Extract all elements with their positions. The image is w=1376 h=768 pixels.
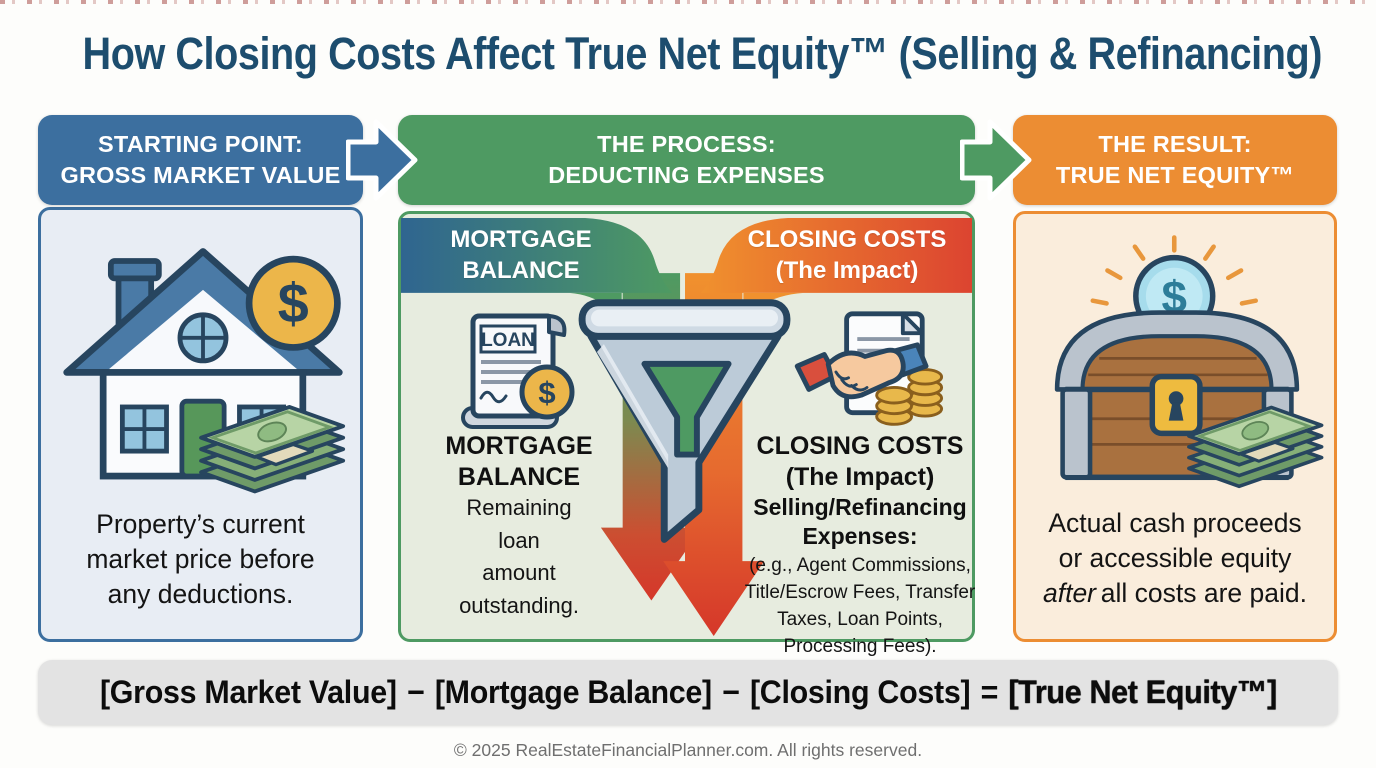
start-header-line2: GROSS MARKET VALUE bbox=[60, 162, 341, 188]
result-description-rest: all costs are paid. bbox=[1100, 577, 1307, 608]
copyright-text: © 2025 RealEstateFinancialPlanner.com. A… bbox=[453, 740, 923, 760]
process-column-header: THE PROCESS: DEDUCTING EXPENSES bbox=[398, 115, 975, 205]
top-noise-strip bbox=[0, 0, 1376, 4]
mortgage-balance-label: MORTGAGE BALANCE bbox=[409, 431, 629, 494]
closing-banner-shape bbox=[700, 217, 972, 293]
svg-text:$: $ bbox=[278, 272, 309, 334]
start-description-line: any deductions. bbox=[107, 578, 294, 609]
process-header-line1: THE PROCESS: bbox=[597, 130, 776, 157]
formula-minus-sign: − bbox=[721, 674, 740, 710]
house-with-coin-and-cash-icon: $ bbox=[63, 248, 346, 494]
mortgage-label-line2: BALANCE bbox=[457, 463, 581, 492]
loan-document-icon: LOAN $ bbox=[461, 313, 575, 429]
closing-label-line2: (The Impact) bbox=[785, 463, 935, 492]
expenses-detail-line: Taxes, Loan Points, bbox=[777, 608, 943, 630]
mortgage-banner-line2: BALANCE bbox=[462, 257, 580, 285]
closing-banner-line1: CLOSING COSTS bbox=[747, 226, 947, 253]
closing-costs-label: CLOSING COSTS (The Impact) bbox=[746, 431, 974, 494]
mortgage-desc-line: amount bbox=[482, 560, 556, 586]
expenses-title-line1: Selling/Refinancing bbox=[753, 494, 967, 520]
cash-stack-icon bbox=[1187, 405, 1324, 489]
formula-minus-sign: − bbox=[406, 674, 425, 710]
svg-text:LOAN: LOAN bbox=[481, 330, 535, 351]
process-column-body: MORTGAGE BALANCE CLOSING COSTS (The Impa… bbox=[398, 211, 975, 657]
mortgage-banner-shape bbox=[401, 217, 673, 293]
closing-banner-line2: (The Impact) bbox=[775, 257, 919, 285]
mortgage-desc-line: loan bbox=[498, 527, 540, 553]
mortgage-description: Remaining loan amount outstanding. bbox=[429, 492, 609, 622]
process-header-line2: DEDUCTING EXPENSES bbox=[548, 162, 825, 188]
result-description-line: or accessible equity bbox=[1058, 542, 1292, 573]
mortgage-banner-label: MORTGAGE BALANCE bbox=[401, 224, 641, 286]
treasure-chest-icon: $ bbox=[1054, 235, 1324, 489]
result-header-line2: TRUE NET EQUITY™ bbox=[1055, 162, 1295, 188]
funnel-icon bbox=[578, 299, 791, 543]
start-column-header: STARTING POINT: GROSS MARKET VALUE bbox=[38, 115, 363, 205]
mortgage-banner-line1: MORTGAGE bbox=[450, 226, 592, 253]
funnel-flow-graphic bbox=[401, 217, 972, 637]
closing-banner-label: CLOSING COSTS (The Impact) bbox=[723, 224, 971, 286]
formula-equals-sign: = bbox=[980, 674, 998, 710]
start-description: Property’s current market price before a… bbox=[41, 507, 360, 612]
result-description-line: Actual cash proceeds bbox=[1048, 508, 1302, 538]
svg-text:$: $ bbox=[538, 375, 555, 410]
start-description-line: Property’s current bbox=[96, 509, 305, 539]
formula-bar: [Gross Market Value] − [Mortgage Balance… bbox=[38, 660, 1338, 725]
mortgage-desc-line: Remaining bbox=[466, 495, 572, 520]
formula-term-mortgage-balance: [Mortgage Balance] bbox=[434, 674, 712, 710]
formula-term-gross-market-value: [Gross Market Value] bbox=[99, 674, 397, 710]
right-arrow-blue-icon bbox=[346, 119, 418, 201]
expenses-detail: (e.g., Agent Commissions, Title/Escrow F… bbox=[734, 553, 986, 661]
formula-term-closing-costs: [Closing Costs] bbox=[749, 674, 970, 710]
cash-stack-icon bbox=[199, 405, 346, 494]
expenses-title: Selling/Refinancing Expenses: bbox=[741, 493, 979, 551]
result-column-header: THE RESULT: TRUE NET EQUITY™ bbox=[1013, 115, 1337, 205]
result-description: Actual cash proceeds or accessible equit… bbox=[1016, 506, 1334, 611]
lock-icon bbox=[1149, 373, 1203, 437]
start-description-line: market price before bbox=[86, 543, 315, 574]
handshake-icon bbox=[794, 311, 944, 426]
result-header-line1: THE RESULT: bbox=[1098, 130, 1252, 157]
start-header-line1: STARTING POINT: bbox=[98, 130, 303, 157]
coin-stack-icon bbox=[875, 368, 944, 426]
right-arrow-green-icon bbox=[960, 119, 1032, 201]
expenses-detail-line: Title/Escrow Fees, Transfer bbox=[744, 581, 976, 603]
mortgage-desc-line: outstanding. bbox=[459, 592, 579, 618]
page-title: How Closing Costs Affect True Net Equity… bbox=[82, 28, 1323, 79]
mortgage-label-line1: MORTGAGE bbox=[445, 432, 593, 460]
expenses-title-line2: Expenses: bbox=[802, 522, 918, 549]
closing-label-line1: CLOSING COSTS bbox=[756, 432, 964, 460]
formula-term-true-net-equity: [True Net Equity™] bbox=[1007, 674, 1277, 710]
dollar-coin-icon: $ bbox=[245, 255, 341, 351]
formula-text: [Gross Market Value] − [Mortgage Balance… bbox=[100, 674, 1277, 711]
result-column-body: $ bbox=[1013, 211, 1337, 642]
expenses-detail-line: Processing Fees). bbox=[783, 635, 937, 657]
sun-rays-icon bbox=[1090, 235, 1258, 306]
expenses-detail-line: (e.g., Agent Commissions, bbox=[749, 555, 971, 576]
start-column-body: $ Property’s current market price before… bbox=[38, 207, 363, 642]
result-description-italic: after bbox=[1042, 577, 1097, 608]
